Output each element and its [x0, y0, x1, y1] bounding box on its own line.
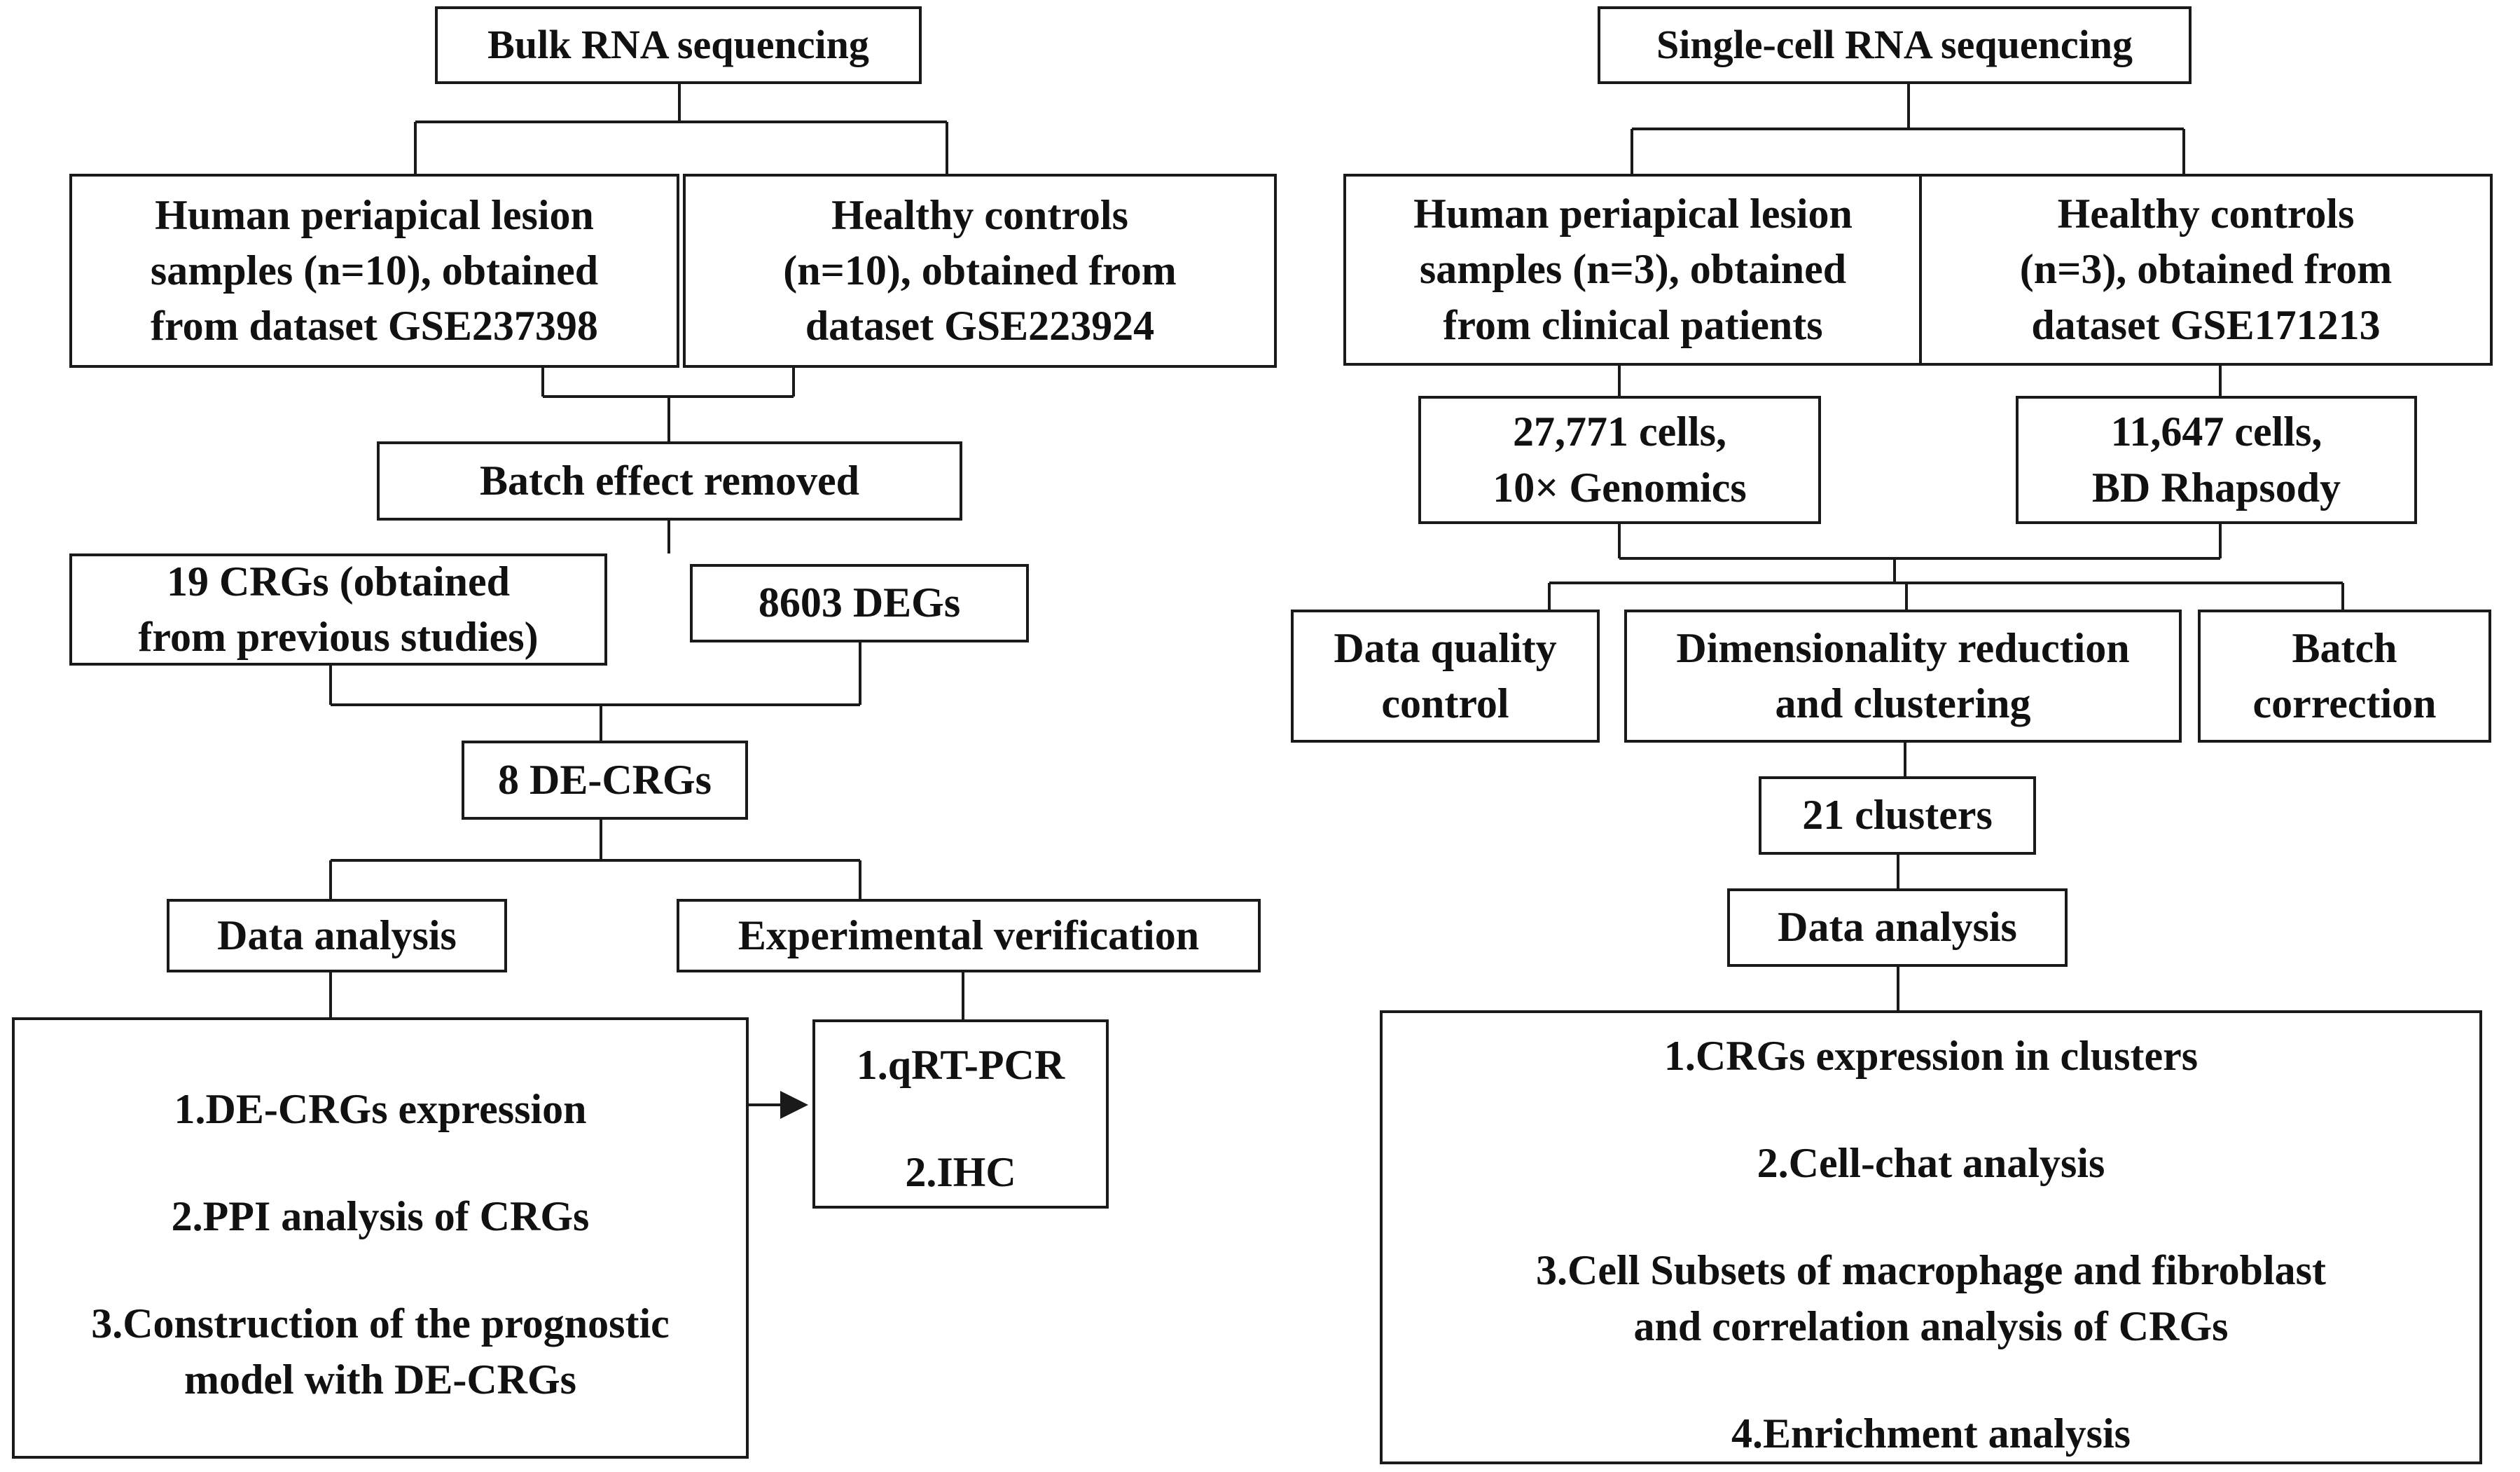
cells-10x-box: 27,771 cells, 10× Genomics — [1418, 396, 1821, 524]
bulk-controls-line: (n=10), obtained from — [783, 247, 1177, 294]
bulk-data-analysis-label: Data analysis — [217, 912, 457, 958]
degs-box: 8603 DEGs — [690, 564, 1029, 642]
single-analysis-item: 1.CRGs expression in clusters — [1663, 1033, 2199, 1079]
crgs-line: from previous studies) — [138, 614, 539, 660]
quality-control-box: Data quality control — [1291, 610, 1600, 743]
decrgs-box: 8 DE-CRGs — [462, 741, 748, 820]
dimensionality-reduction-box: Dimensionality reduction and clustering — [1624, 610, 2182, 743]
bulk-analysis-list-box: 1.DE-CRGs expression 2.PPI analysis of C… — [12, 1017, 749, 1459]
verification-list-box: 1.qRT-PCR 2.IHC — [812, 1019, 1109, 1209]
batch-effect-label: Batch effect removed — [480, 457, 859, 504]
single-lesion-box: Human periapical lesion samples (n=3), o… — [1343, 174, 1923, 366]
single-lesion-line: from clinical patients — [1443, 301, 1823, 348]
experimental-verification-label: Experimental verification — [738, 912, 1200, 958]
single-analysis-list-box: 1.CRGs expression in clusters 2.Cell-cha… — [1380, 1010, 2482, 1464]
bulk-controls-line: Healthy controls — [831, 191, 1128, 238]
cells-bd-line: BD Rhapsody — [2091, 464, 2341, 511]
cells-10x-line: 10× Genomics — [1493, 464, 1747, 511]
single-lesion-line: Human periapical lesion — [1413, 191, 1853, 238]
verification-item: 1.qRT-PCR — [856, 1042, 1065, 1088]
batch-correction-line: Batch — [2292, 624, 2397, 671]
single-controls-line: Healthy controls — [2057, 191, 2355, 238]
single-controls-line: dataset GSE171213 — [2031, 301, 2381, 348]
bulk-analysis-item: 3.Construction of the prognostic — [91, 1300, 670, 1347]
clusters-label: 21 clusters — [1802, 792, 1993, 839]
cells-bd-line: 11,647 cells, — [2110, 408, 2322, 455]
degs-label: 8603 DEGs — [758, 579, 961, 626]
batch-correction-line: correction — [2252, 680, 2437, 727]
decrgs-label: 8 DE-CRGs — [497, 756, 712, 803]
single-controls-box: Healthy controls (n=3), obtained from da… — [1919, 174, 2493, 366]
dimensionality-reduction-line: and clustering — [1775, 680, 2031, 727]
single-analysis-item: 4.Enrichment analysis — [1731, 1410, 2131, 1457]
crgs-box: 19 CRGs (obtained from previous studies) — [69, 553, 607, 666]
single-lesion-line: samples (n=3), obtained — [1419, 246, 1847, 293]
single-title: Single-cell RNA sequencing — [1656, 22, 2133, 68]
bulk-controls-line: dataset GSE223924 — [805, 303, 1155, 350]
bulk-title-box: Bulk RNA sequencing — [435, 6, 922, 84]
bulk-analysis-item: model with DE-CRGs — [184, 1356, 576, 1403]
cells-10x-line: 27,771 cells, — [1513, 408, 1726, 455]
single-analysis-item: and correlation analysis of CRGs — [1633, 1302, 2229, 1349]
experimental-verification-box: Experimental verification — [677, 899, 1261, 972]
bulk-data-analysis-box: Data analysis — [167, 899, 507, 972]
bulk-analysis-item: 1.DE-CRGs expression — [174, 1086, 587, 1132]
bulk-title: Bulk RNA sequencing — [487, 22, 869, 68]
clusters-box: 21 clusters — [1759, 776, 2036, 855]
verification-item: 2.IHC — [905, 1149, 1016, 1196]
bulk-controls-box: Healthy controls (n=10), obtained from d… — [683, 174, 1277, 368]
single-analysis-item: 3.Cell Subsets of macrophage and fibrobl… — [1536, 1247, 2326, 1294]
single-data-analysis-box: Data analysis — [1727, 888, 2068, 967]
single-data-analysis-label: Data analysis — [1778, 904, 2017, 951]
quality-control-line: Data quality — [1334, 624, 1557, 671]
single-analysis-item: 2.Cell-chat analysis — [1757, 1140, 2105, 1187]
bulk-lesion-line: samples (n=10), obtained — [150, 247, 599, 294]
bulk-lesion-line: Human periapical lesion — [155, 191, 594, 238]
bulk-lesion-box: Human periapical lesion samples (n=10), … — [69, 174, 679, 368]
crgs-line: 19 CRGs (obtained — [166, 558, 511, 605]
dimensionality-reduction-line: Dimensionality reduction — [1676, 624, 2130, 671]
bulk-lesion-line: from dataset GSE237398 — [151, 303, 598, 350]
bulk-analysis-item: 2.PPI analysis of CRGs — [171, 1193, 590, 1240]
single-controls-line: (n=3), obtained from — [2019, 246, 2393, 293]
cells-bd-box: 11,647 cells, BD Rhapsody — [2016, 396, 2417, 524]
quality-control-line: control — [1381, 680, 1509, 727]
batch-correction-box: Batch correction — [2198, 610, 2491, 743]
batch-effect-box: Batch effect removed — [377, 441, 962, 521]
single-title-box: Single-cell RNA sequencing — [1598, 6, 2192, 84]
